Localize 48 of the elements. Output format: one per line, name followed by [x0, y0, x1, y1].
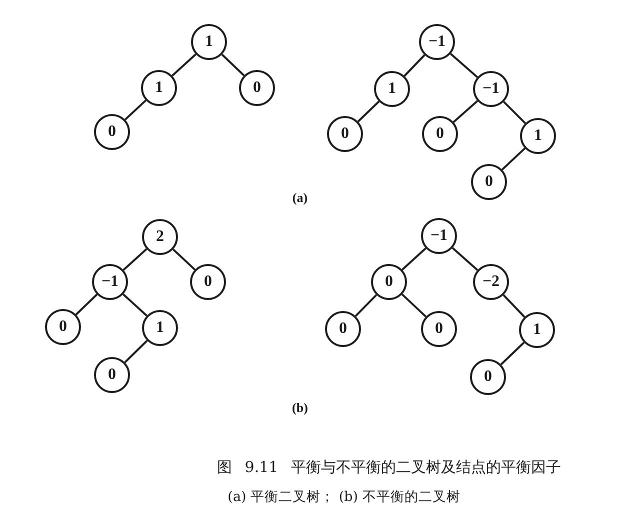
tree-node: 0 [422, 116, 458, 152]
tree-node: 1 [191, 24, 227, 60]
subfigure-label: (b) [292, 400, 308, 416]
tree-node: 0 [325, 311, 361, 347]
tree-edge [452, 100, 478, 123]
tree-node: −1 [92, 264, 128, 300]
tree-edge [501, 148, 526, 170]
tree-node: 0 [239, 70, 275, 106]
tree-node: 1 [374, 71, 410, 107]
tree-edge [221, 54, 245, 76]
tree-node: 0 [190, 264, 226, 300]
tree-node: 1 [141, 70, 177, 106]
tree-edge [122, 293, 148, 317]
tree-node: 0 [327, 116, 363, 152]
figure-caption: 图 9.11 平衡与不平衡的二叉树及结点的平衡因子 [217, 458, 561, 476]
tree-node: −1 [419, 24, 455, 60]
tree-edge [500, 342, 525, 366]
tree-edge [452, 247, 478, 271]
tree-edge [354, 294, 378, 317]
tree-node: 0 [94, 357, 130, 393]
tree-node: 1 [520, 118, 556, 154]
tree-edge [172, 53, 196, 77]
tree-edge [122, 248, 148, 271]
tree-node: 0 [45, 309, 81, 345]
tree-node: 0 [371, 264, 407, 300]
tree-node: 1 [519, 312, 555, 348]
tree-node: −1 [421, 218, 457, 254]
tree-node: 0 [94, 114, 130, 150]
tree-edge [404, 54, 426, 77]
tree-edge [124, 340, 148, 364]
caption-note: (a) 平衡二叉树； (b) 不平衡的二叉树 [228, 488, 460, 506]
tree-edge [172, 248, 196, 270]
tree-edge [357, 100, 380, 122]
tree-edge [124, 100, 147, 120]
tree-edge [402, 247, 426, 271]
tree-edge [502, 294, 526, 318]
tree-edge [503, 101, 526, 124]
subfigure-label: (a) [292, 190, 308, 206]
tree-node: 0 [471, 164, 507, 200]
tree-node: 0 [421, 311, 457, 347]
tree-edge [450, 53, 478, 78]
tree-edge [401, 294, 427, 318]
tree-node: 2 [142, 219, 178, 255]
tree-node: 1 [142, 310, 178, 346]
tree-node: 0 [470, 359, 506, 395]
tree-edge [75, 294, 98, 316]
tree-node: −2 [473, 264, 509, 300]
tree-node: −1 [473, 71, 509, 107]
